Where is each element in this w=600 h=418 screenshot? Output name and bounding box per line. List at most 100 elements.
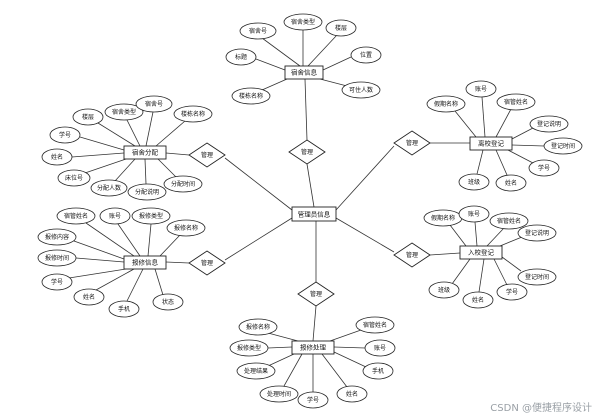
relation-manage-bottom: 管理: [297, 281, 335, 307]
svg-text:报修内容: 报修内容: [45, 233, 69, 241]
attr-leave-reg-note: 登记说明: [529, 115, 569, 133]
svg-text:宿舍类型: 宿舍类型: [291, 18, 315, 26]
svg-text:报修类型: 报修类型: [237, 344, 261, 352]
attr-repair-info-student-no: 学号: [41, 273, 73, 291]
connector-line: [144, 158, 147, 185]
connector-line: [486, 227, 505, 247]
svg-text:宿舍号: 宿舍号: [145, 100, 163, 108]
connector-line: [335, 217, 395, 253]
connector-line: [145, 111, 154, 147]
connector-line: [511, 144, 545, 147]
attr-leave-reg-name: 姓名: [495, 174, 527, 192]
connector-line: [474, 221, 478, 247]
svg-text:登记时间: 登记时间: [525, 273, 549, 281]
svg-text:状态: 状态: [162, 298, 174, 306]
svg-text:管理: 管理: [310, 290, 322, 298]
svg-text:分配说明: 分配说明: [135, 188, 159, 196]
relation-manage-top: 管理: [288, 139, 326, 165]
attr-dorm-alloc-room-no: 宿舍号: [135, 95, 173, 113]
connector-lines: [68, 30, 545, 392]
svg-text:楼栋名称: 楼栋名称: [181, 110, 205, 118]
connector-line: [478, 258, 485, 293]
attr-repair-info-title: 报修名称: [166, 219, 206, 237]
svg-text:管理: 管理: [201, 259, 213, 267]
connector-line: [95, 268, 135, 291]
attr-enter-reg-note: 登记说明: [517, 224, 557, 242]
attr-enter-reg-student-no: 学号: [496, 283, 528, 301]
svg-text:姓名: 姓名: [83, 293, 95, 301]
svg-text:宿舍信息: 宿舍信息: [291, 68, 318, 77]
connector-line: [306, 163, 315, 208]
attr-repair-info-content: 报修内容: [37, 228, 77, 246]
svg-text:标题: 标题: [235, 53, 247, 61]
attr-dorm-info-floor: 楼层: [325, 19, 357, 37]
attr-dorm-info-location: 位置: [350, 46, 382, 64]
svg-text:报修名称: 报修名称: [246, 323, 270, 331]
svg-text:楼栋名称: 楼栋名称: [239, 92, 263, 100]
attr-dorm-info-room-no: 宿舍号: [239, 22, 277, 40]
attr-repair-handle-type: 报修类型: [229, 339, 269, 357]
connector-line: [451, 258, 471, 285]
connector-line: [165, 261, 190, 264]
connector-line: [68, 268, 127, 279]
attr-leave-reg-account: 账号: [465, 80, 497, 98]
entity-repair-handling: 报修处理: [291, 340, 335, 355]
svg-text:姓名: 姓名: [51, 153, 63, 161]
connector-line: [84, 158, 127, 174]
connector-line: [501, 256, 522, 272]
connector-line: [304, 78, 308, 141]
svg-text:分配时间: 分配时间: [171, 180, 195, 188]
connector-line: [267, 353, 295, 367]
attr-repair-handle-student-no: 学号: [297, 391, 329, 409]
svg-text:登记说明: 登记说明: [537, 120, 561, 128]
connector-line: [321, 353, 348, 388]
attr-leave-reg-manager-name: 宿管姓名: [496, 93, 536, 111]
connector-line: [126, 268, 144, 302]
connector-line: [75, 257, 125, 263]
attr-dorm-info-title: 标题: [225, 48, 257, 66]
entity-admin-info-label: 管理员信息: [298, 210, 331, 219]
connector-line: [312, 305, 317, 342]
attr-repair-handle-manager-name: 宿管姓名: [355, 316, 395, 334]
attr-repair-handle-phone: 手机: [362, 362, 394, 380]
attr-repair-info-name: 姓名: [73, 288, 105, 306]
attr-repair-handle-name: 姓名: [336, 385, 368, 403]
svg-text:报修时间: 报修时间: [45, 254, 69, 262]
connector-line: [261, 78, 288, 91]
svg-text:宿舍分配: 宿舍分配: [132, 148, 159, 157]
attr-enter-reg-time: 登记时间: [517, 268, 557, 286]
connector-line: [493, 258, 508, 286]
connector-line: [495, 149, 508, 176]
attr-repair-info-type: 报修类型: [131, 207, 171, 225]
svg-text:报修类型: 报修类型: [139, 212, 163, 220]
svg-text:账号: 账号: [468, 210, 480, 218]
svg-text:管理: 管理: [406, 139, 418, 147]
svg-text:学号: 学号: [506, 288, 518, 296]
connector-line: [159, 234, 181, 257]
entity-enter-registration: 入校登记: [459, 245, 503, 260]
svg-text:账号: 账号: [109, 212, 121, 220]
attr-dorm-alloc-name: 姓名: [41, 148, 73, 166]
connector-line: [117, 223, 141, 257]
connector-line: [97, 122, 136, 147]
attr-dorm-alloc-count: 分配人数: [90, 179, 128, 197]
svg-text:假期名称: 假期名称: [431, 214, 455, 222]
svg-text:登记说明: 登记说明: [525, 229, 549, 237]
connector-line: [429, 252, 461, 256]
connector-line: [267, 346, 293, 349]
attr-repair-handle-account: 账号: [364, 339, 396, 357]
attr-enter-reg-holiday: 假期名称: [423, 209, 463, 227]
svg-text:手机: 手机: [118, 305, 130, 313]
attr-repair-info-status: 状态: [152, 293, 184, 311]
attr-leave-reg-time: 登记时间: [543, 137, 583, 155]
connector-line: [126, 119, 141, 147]
entity-dorm-info: 宿舍信息: [284, 65, 324, 80]
svg-text:学号: 学号: [51, 278, 63, 286]
connector-line: [476, 149, 484, 175]
connector-line: [481, 96, 486, 138]
svg-text:姓名: 姓名: [346, 390, 358, 398]
connector-line: [165, 152, 190, 156]
attr-dorm-alloc-building: 楼栋名称: [173, 105, 213, 123]
svg-text:宿管姓名: 宿管姓名: [497, 217, 521, 225]
